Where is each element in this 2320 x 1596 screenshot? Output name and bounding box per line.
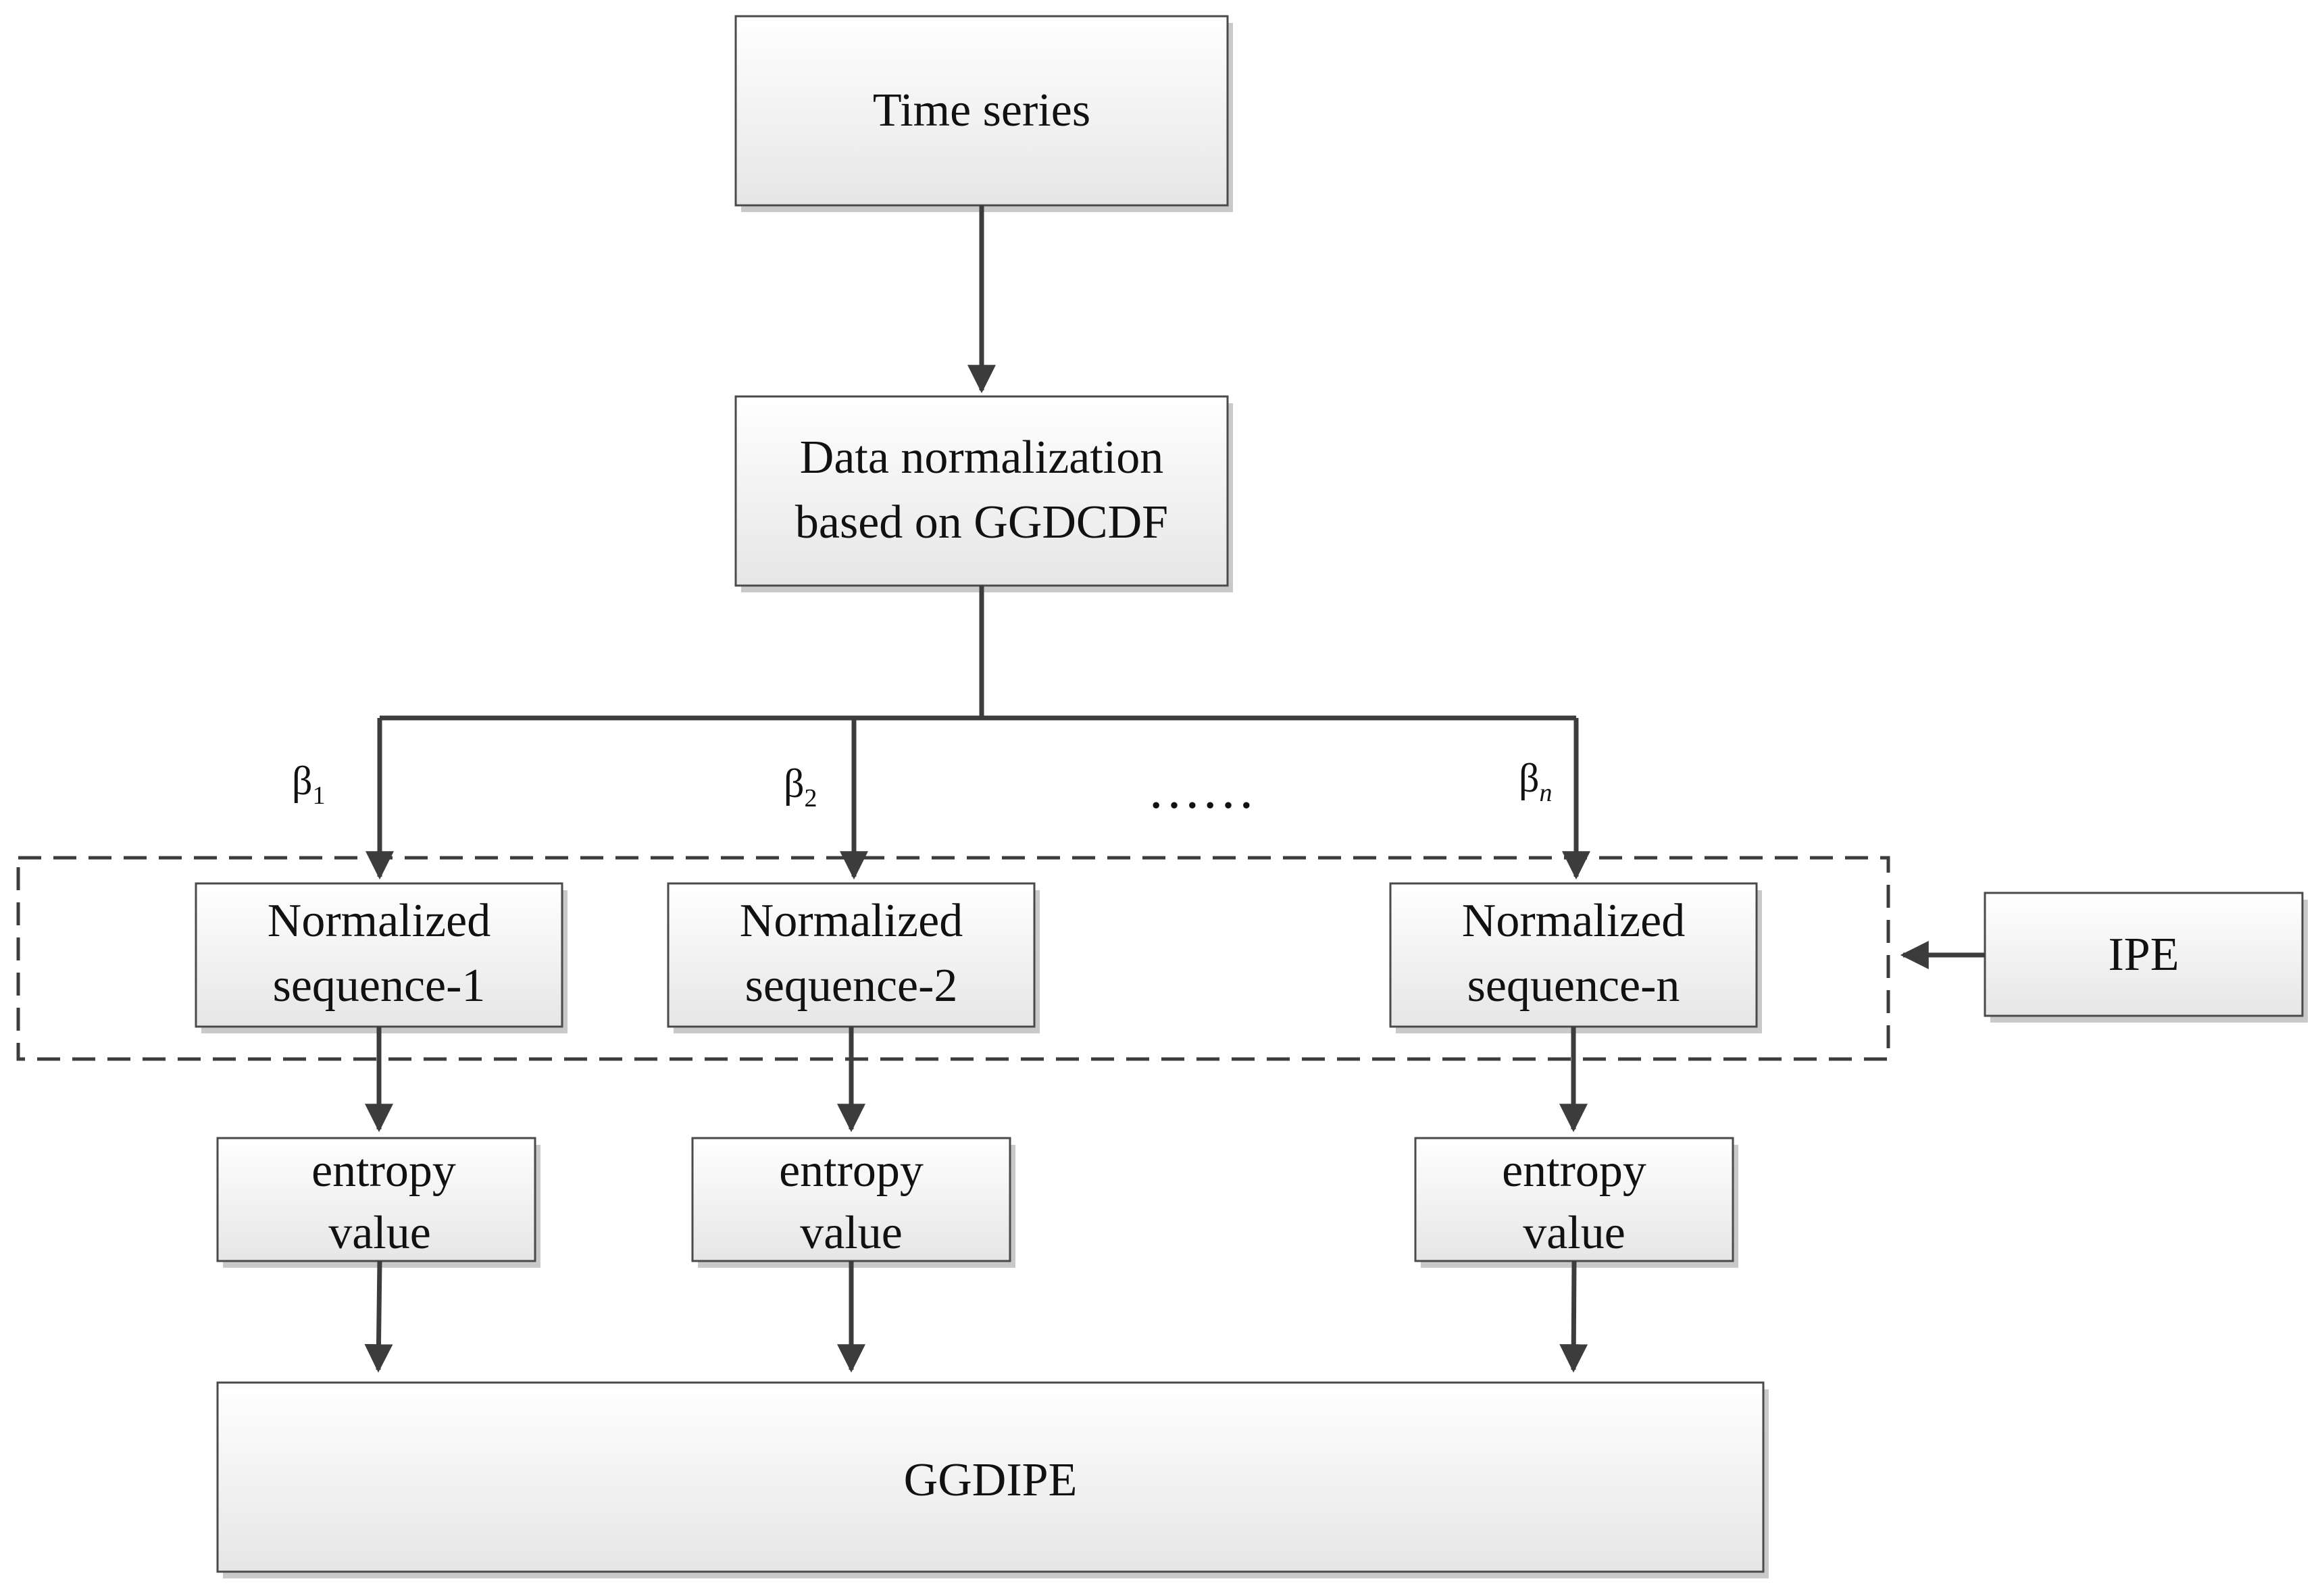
beta-1-label: β1 [292, 758, 326, 810]
svg-text:value: value [1523, 1207, 1625, 1259]
svg-text:sequence-2: sequence-2 [745, 960, 958, 1012]
normalization-label-line2: based on GGDCDF [795, 496, 1168, 548]
branch-connector [365, 586, 1590, 880]
ipe-node: IPE [1984, 892, 2308, 1023]
svg-text:entropy: entropy [779, 1145, 924, 1197]
svg-text:value: value [800, 1207, 903, 1259]
normalized-sequence-2-node: Normalized sequence-2 [667, 882, 1040, 1033]
svg-text:sequence-n: sequence-n [1467, 960, 1680, 1012]
ellipsis-label: …… [1147, 761, 1255, 820]
beta-n-label: βn [1519, 756, 1553, 807]
entropy-value-1-node: entropy value [216, 1137, 540, 1268]
svg-text:sequence-1: sequence-1 [273, 960, 486, 1012]
normalization-label-line1: Data normalization [800, 432, 1163, 484]
entropy-value-2-node: entropy value [691, 1137, 1015, 1268]
ggdipe-node: GGDIPE [216, 1381, 1769, 1578]
svg-text:Normalized: Normalized [268, 895, 490, 947]
svg-text:Normalized: Normalized [1462, 895, 1685, 947]
normalized-sequence-1-node: Normalized sequence-1 [195, 882, 568, 1033]
svg-text:Normalized: Normalized [740, 895, 963, 947]
normalization-node: Data normalization based on GGDCDF [734, 395, 1233, 592]
time-series-node: Time series [734, 15, 1233, 212]
svg-text:entropy: entropy [1502, 1145, 1646, 1197]
time-series-label: Time series [873, 84, 1090, 136]
svg-text:value: value [328, 1207, 431, 1259]
normalized-sequence-n-node: Normalized sequence-n [1389, 882, 1762, 1033]
svg-text:IPE: IPE [2109, 929, 2179, 981]
beta-2-label: β2 [784, 761, 817, 813]
arrow-entropyn-to-ggdipe [1559, 1260, 1588, 1373]
svg-text:entropy: entropy [311, 1145, 456, 1197]
arrow-entropy1-to-ggdipe [364, 1260, 393, 1373]
entropy-value-n-node: entropy value [1414, 1137, 1738, 1268]
svg-text:GGDIPE: GGDIPE [904, 1454, 1078, 1506]
normalized-sequences-group [16, 856, 1890, 1061]
